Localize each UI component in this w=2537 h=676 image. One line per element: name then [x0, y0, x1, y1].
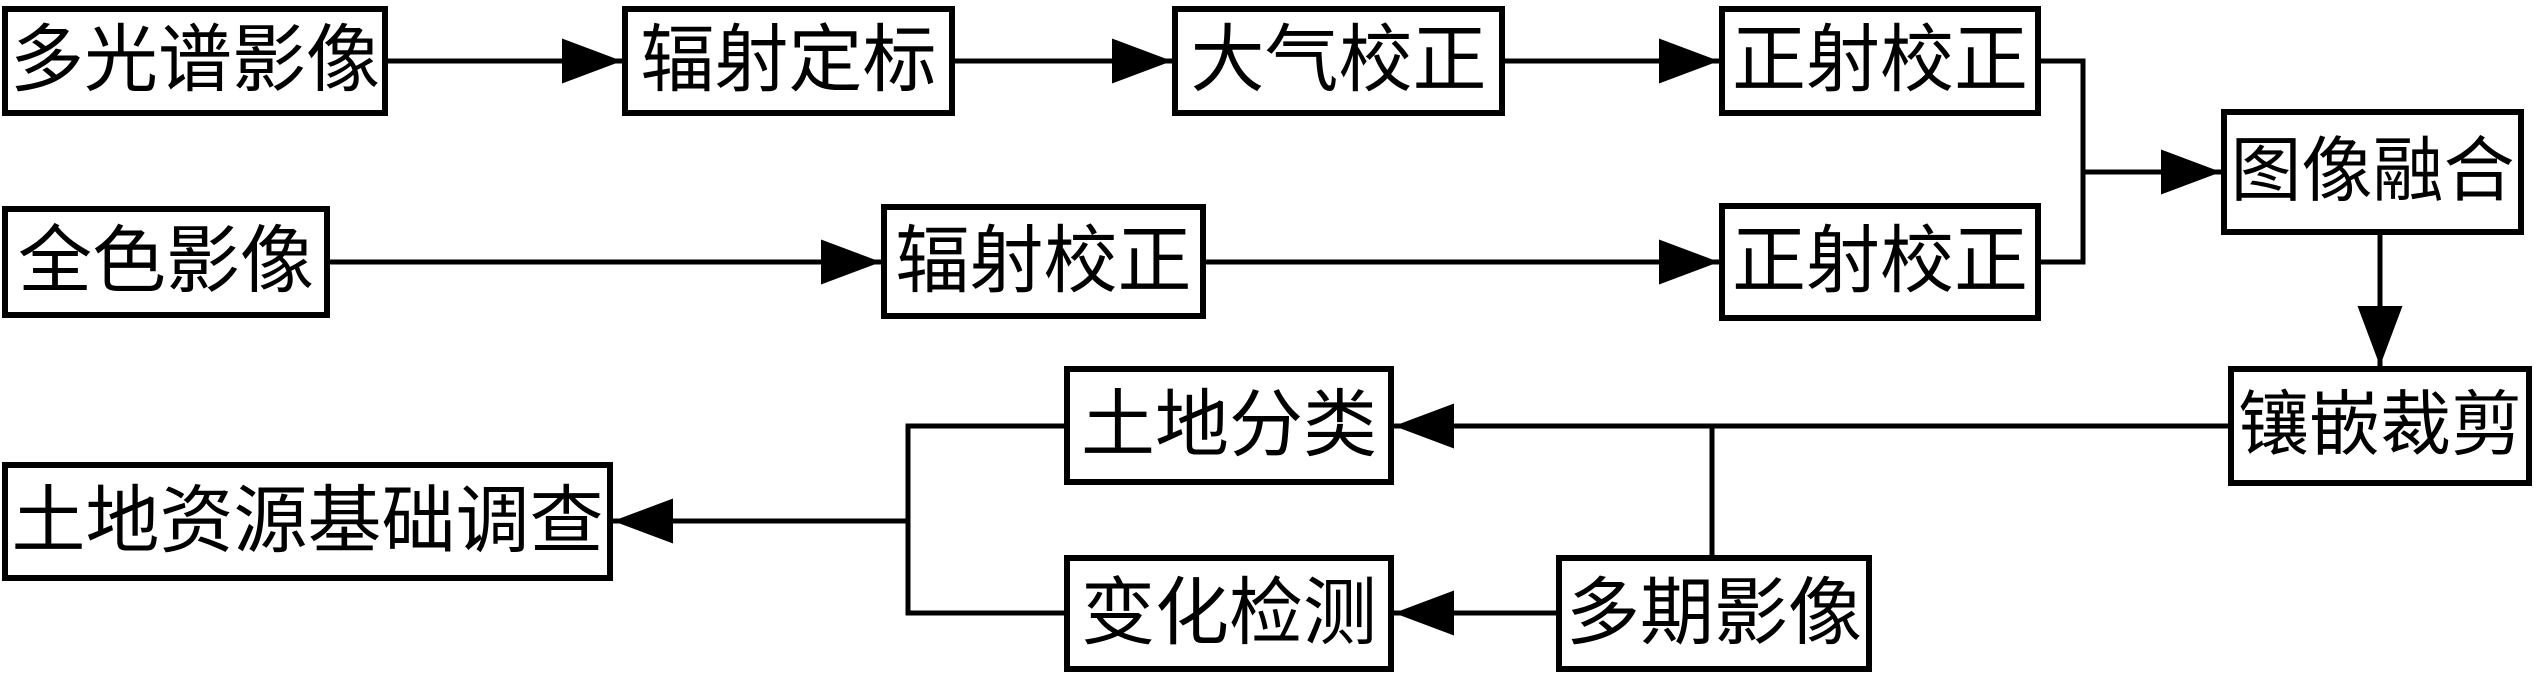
node-multispectral-image: 多光谱影像 [2, 6, 388, 116]
edge-change_detection-to-survey_junction [905, 516, 1067, 616]
node-atmospheric-correction: 大气校正 [1172, 6, 1505, 116]
node-land-resource-basic-survey: 土地资源基础调查 [2, 462, 613, 581]
node-multi-temporal-images: 多期影像 [1556, 555, 1872, 672]
node-image-fusion: 图像融合 [2221, 109, 2524, 235]
node-radiometric-correction: 辐射校正 [881, 204, 1206, 319]
node-mosaic-clipping: 镶嵌裁剪 [2228, 366, 2532, 486]
node-land-classification: 土地分类 [1064, 366, 1394, 485]
node-change-detection: 变化检测 [1064, 555, 1394, 672]
node-panchromatic-image: 全色影像 [2, 206, 330, 318]
edge-land_classification-to-survey_junction [905, 423, 1067, 526]
edge-ortho_correction_ms-to-ortho_correction_pan [2038, 58, 2086, 265]
node-ortho-correction-multispectral: 正射校正 [1719, 6, 2041, 116]
node-ortho-correction-panchromatic: 正射校正 [1719, 203, 2041, 321]
node-radiometric-calibration: 辐射定标 [622, 6, 955, 116]
